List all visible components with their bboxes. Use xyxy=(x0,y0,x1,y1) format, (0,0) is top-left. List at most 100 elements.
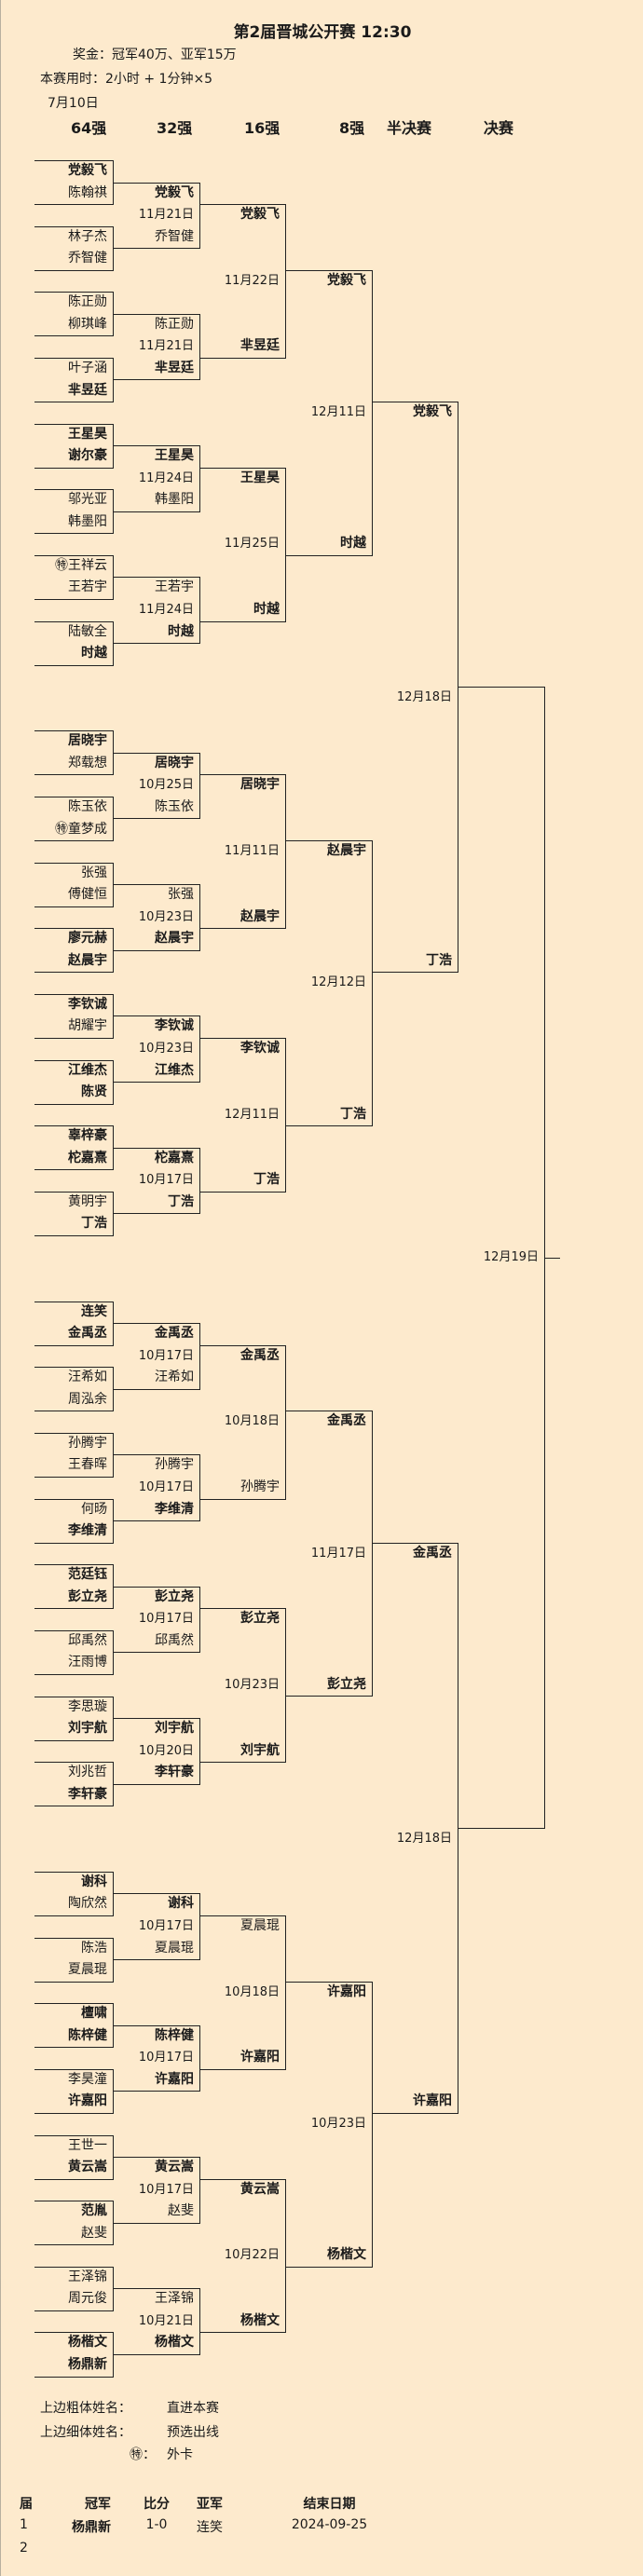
round-32-match xyxy=(113,884,200,951)
match-date: 10月18日 xyxy=(224,1414,280,1429)
match-date: 10月17日 xyxy=(138,1919,194,1933)
advancing-player: 李钦诚 xyxy=(155,1018,194,1034)
advancing-player: 金禹丞 xyxy=(155,1326,194,1342)
quarterfinal-match xyxy=(285,269,373,556)
advancing-player: 党毅飞 xyxy=(413,404,452,420)
player-name: 刘宇航 xyxy=(68,1721,107,1737)
advancing-player: 许嘉阳 xyxy=(240,2050,280,2065)
round-header-32: 32强 xyxy=(157,119,193,137)
player-name: 周元俊 xyxy=(68,2291,107,2307)
advancing-player: 党毅飞 xyxy=(240,207,280,223)
round-16-match xyxy=(199,1344,286,1500)
player-name: 韩墨阳 xyxy=(68,513,107,529)
advancing-player: 黄云嵩 xyxy=(240,2181,280,2197)
advancing-player: 杨楷文 xyxy=(155,2335,194,2351)
player-name: 杨鼎新 xyxy=(68,2357,107,2372)
player-name: 陈正勋 xyxy=(68,294,107,310)
match-date: 11月24日 xyxy=(138,603,194,617)
player-name: 刘兆哲 xyxy=(68,1765,107,1780)
advancing-player: 赵晨宇 xyxy=(155,931,194,947)
page-title: 第2届晋城公开赛 12:30 xyxy=(233,23,412,42)
advancing-player: 丁浩 xyxy=(253,1172,280,1188)
player-name: 柁嘉熹 xyxy=(68,1150,107,1165)
match-date: 12月11日 xyxy=(224,1107,280,1122)
player-name: 胡耀宇 xyxy=(68,1018,107,1034)
round-16-match xyxy=(199,467,286,622)
player-name: 王星昊 xyxy=(68,426,107,442)
player-name: 邬光亚 xyxy=(68,492,107,508)
advancing-player: 金禹丞 xyxy=(240,1347,280,1363)
table-header: 冠军 xyxy=(85,2497,111,2512)
match-date: 12月12日 xyxy=(310,975,366,990)
match-date: 11月17日 xyxy=(310,1546,366,1561)
player-name-wildcard: ㊕童梦成 xyxy=(55,821,107,837)
round-32-match xyxy=(113,313,200,381)
advancing-player: 彭立尧 xyxy=(240,1611,280,1627)
round-header-16: 16强 xyxy=(244,119,280,137)
match-date: 10月21日 xyxy=(138,2313,194,2328)
player-name: 叶子涵 xyxy=(68,360,107,375)
advancing-player: 夏晨琨 xyxy=(155,1940,194,1956)
round-16-match xyxy=(199,1915,286,2070)
advancing-player: 时越 xyxy=(340,536,366,552)
player-name: 王世一 xyxy=(68,2137,107,2153)
advancing-player: 赵斐 xyxy=(168,2203,194,2219)
round-16-match xyxy=(199,2178,286,2334)
match-date: 11月22日 xyxy=(224,273,280,288)
advancing-player: 王泽锦 xyxy=(155,2291,194,2307)
legend-thin-label: 上边细体姓名： xyxy=(40,2425,131,2440)
match-date: 10月17日 xyxy=(138,1480,194,1494)
player-name: 李昊潼 xyxy=(68,2071,107,2087)
round-32-match xyxy=(113,2288,200,2355)
player-name: 黄明宇 xyxy=(68,1193,107,1209)
match-date: 10月17日 xyxy=(138,1173,194,1188)
legend-wildcard-value: 外卡 xyxy=(167,2447,193,2462)
player-name: 许嘉阳 xyxy=(68,2093,107,2109)
round-32-match xyxy=(113,1454,200,1522)
match-date: 10月17日 xyxy=(138,1612,194,1627)
advancing-player: 夏晨琨 xyxy=(240,1918,280,1933)
advancing-player: 许嘉阳 xyxy=(155,2071,194,2087)
match-date: 12月18日 xyxy=(396,690,452,705)
advancing-player: 王若宇 xyxy=(155,579,194,595)
legend-bold-label: 上边粗体姓名： xyxy=(40,2401,131,2416)
player-name: 李思璇 xyxy=(68,1698,107,1714)
player-name: 林子杰 xyxy=(68,228,107,244)
advancing-player: 陈梓健 xyxy=(155,2027,194,2043)
advancing-player: 芈昱廷 xyxy=(240,338,280,354)
champion-line xyxy=(544,1257,560,1259)
advancing-player: 丁浩 xyxy=(340,1106,366,1122)
player-name: 李维清 xyxy=(68,1523,107,1539)
advancing-player: 黄云嵩 xyxy=(155,2160,194,2175)
advancing-player: 赵晨宇 xyxy=(327,843,366,859)
round-32-match xyxy=(113,2024,200,2092)
player-name: 赵晨宇 xyxy=(68,952,107,968)
advancing-player: 居晓宇 xyxy=(155,755,194,770)
advancing-player: 彭立尧 xyxy=(327,1676,366,1692)
player-name: 范胤 xyxy=(81,2203,107,2219)
advancing-player: 居晓宇 xyxy=(240,777,280,793)
quarterfinal-match xyxy=(285,1981,373,2268)
player-name: 黄云嵩 xyxy=(68,2160,107,2175)
advancing-player: 王星昊 xyxy=(155,448,194,464)
advancing-player: 刘宇航 xyxy=(240,1742,280,1758)
match-date: 10月22日 xyxy=(224,2248,280,2263)
match-date: 10月23日 xyxy=(224,1677,280,1692)
advancing-player: 丁浩 xyxy=(168,1193,194,1209)
advancing-player: 孙腾宇 xyxy=(155,1457,194,1473)
advancing-player: 赵晨宇 xyxy=(240,908,280,924)
player-name: 居晓宇 xyxy=(68,733,107,749)
player-name: 檀啸 xyxy=(81,2006,107,2022)
round-16-match xyxy=(199,204,286,359)
quarterfinal-match xyxy=(285,1411,373,1697)
player-name: 陶欣然 xyxy=(68,1896,107,1912)
advancing-player: 李轩豪 xyxy=(155,1765,194,1780)
table-cell: 1-0 xyxy=(145,2517,168,2532)
advancing-player: 陈正勋 xyxy=(155,316,194,332)
player-name: 何旸 xyxy=(81,1501,107,1517)
player-name: 陈翰祺 xyxy=(68,184,107,200)
prize-info: 奖金：冠军40万、亚军15万 xyxy=(73,48,237,62)
advancing-player: 邱禹然 xyxy=(155,1632,194,1648)
table-header: 比分 xyxy=(144,2497,170,2512)
player-name: 范廷钰 xyxy=(68,1567,107,1583)
